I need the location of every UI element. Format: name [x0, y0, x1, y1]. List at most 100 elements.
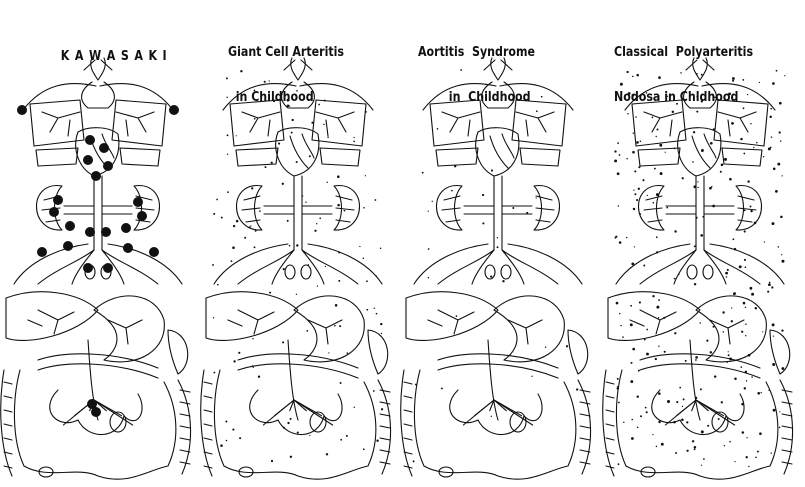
colon-haustra [180, 390, 190, 392]
lesion-speck [227, 154, 228, 155]
lesion-speck [745, 307, 746, 308]
mesenteric-artery [690, 340, 700, 420]
lesion-speck [750, 287, 753, 290]
lesion-speck [339, 325, 341, 327]
lesion-speck [254, 246, 256, 248]
lesion-speck [637, 426, 639, 428]
mesenteric-artery [488, 340, 498, 420]
lesion-speck [683, 398, 685, 400]
mesenteric-branch [494, 400, 533, 425]
lesion-speck [344, 210, 346, 212]
lesion-speck [645, 407, 647, 409]
lesion-speck [265, 316, 266, 317]
lesion-speck [619, 313, 620, 314]
lesion-speck [647, 195, 648, 196]
lesion-speck [636, 74, 639, 77]
lesion-speck [782, 175, 783, 176]
lesion-speck [290, 456, 292, 458]
colon-haustra [404, 424, 412, 426]
lesion-speck [745, 266, 747, 268]
lesion-speck [742, 79, 744, 81]
lesion-speck [502, 280, 504, 282]
lesion-speck [632, 76, 634, 78]
lesion-speck [226, 97, 227, 98]
lesion-speck [233, 225, 235, 227]
lesion-speck [714, 375, 716, 377]
ascending-colon [214, 370, 224, 466]
lesion-speck [779, 411, 780, 412]
aneurysm-node [63, 241, 73, 251]
lesion-speck [659, 144, 662, 147]
lesion-speck [734, 248, 737, 251]
lesion-speck [745, 371, 747, 373]
lesion-speck [681, 418, 684, 421]
lesion-speck [432, 201, 433, 202]
lesion-speck [437, 128, 439, 130]
lesion-speck [354, 137, 355, 138]
coronary-arteries [290, 134, 314, 168]
lesion-speck [653, 202, 655, 204]
lesion-speck [712, 205, 715, 208]
lesion-speck [781, 254, 782, 255]
kidney-vessels [242, 196, 354, 222]
lesion-speck [721, 164, 724, 167]
lesion-speck [619, 154, 621, 156]
lesion-speck [289, 245, 291, 247]
lesion-speck [660, 172, 663, 175]
lesion-speck [282, 341, 284, 343]
lesion-speck [309, 155, 311, 157]
lesion-speck [232, 246, 235, 249]
colon-haustra [204, 382, 212, 384]
lesion-speck [640, 415, 642, 417]
lesion-speck [630, 305, 632, 307]
lesion-speck [212, 264, 214, 266]
spleen [770, 330, 790, 374]
iliac-arteries [38, 250, 158, 284]
colon-haustra [782, 402, 792, 404]
lesion-speck [365, 111, 367, 113]
pelvic-outline [414, 244, 582, 284]
lesion-speck [638, 188, 640, 190]
lesion-speck [618, 205, 619, 206]
lesion-speck [297, 432, 299, 434]
lesion-speck [768, 283, 771, 286]
lesion-speck [292, 119, 294, 121]
colon-haustra [404, 410, 412, 412]
lesion-speck [634, 246, 635, 247]
lesion-speck [428, 277, 429, 278]
lesion-speck [456, 315, 458, 317]
lesion-speck [697, 187, 698, 188]
lesion-speck [326, 182, 327, 183]
lesion-speck [667, 400, 670, 403]
aneurysm-node [91, 171, 101, 181]
colon-haustra [782, 438, 792, 440]
lesion-speck [747, 94, 748, 95]
lesion-speck [729, 357, 732, 360]
colon-haustra [180, 414, 190, 416]
spleen-outline [120, 148, 160, 166]
lesion-speck [772, 222, 775, 225]
lesion-speck [642, 179, 644, 181]
colon-haustra [4, 438, 12, 440]
pulmonary-branches [718, 112, 756, 136]
lesion-speck [664, 351, 666, 353]
colon-haustra [580, 390, 590, 392]
lesion-speck [656, 251, 658, 253]
lesion-speck [675, 452, 677, 454]
lesion-speck [324, 100, 326, 102]
lesion-speck [744, 259, 746, 261]
ascending-colon-outer [401, 370, 412, 476]
lesion-speck [620, 325, 621, 326]
lesion-speck [363, 258, 365, 260]
lesion-speck [732, 77, 735, 80]
lesion-speck [296, 90, 298, 92]
lesion-speck [692, 161, 694, 163]
colon-haustra [606, 410, 614, 412]
lesion-speck [617, 172, 620, 175]
lesion-speck [682, 406, 683, 407]
colon-haustra [606, 382, 614, 384]
lesion-speck [631, 362, 633, 364]
lesion-speck [278, 143, 280, 145]
lesion-speck [748, 354, 751, 357]
colon-haustra [404, 382, 412, 384]
